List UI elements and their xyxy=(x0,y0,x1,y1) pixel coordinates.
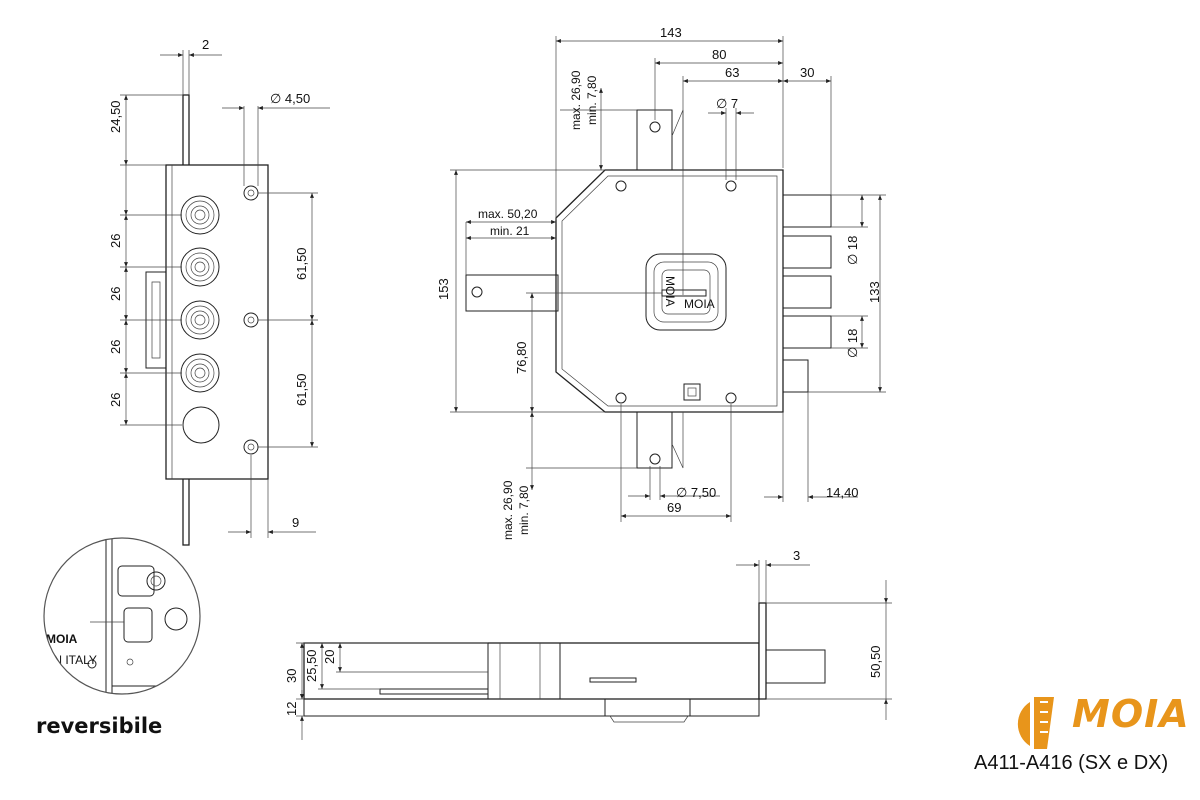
dim-front-bolt-diameter-upper: ∅ 18 xyxy=(845,236,860,265)
front-keyhole-text-a: MOIA xyxy=(663,276,677,307)
plan-bridge xyxy=(487,642,561,700)
plan-base xyxy=(303,699,760,717)
moia-logo-icon xyxy=(1017,697,1054,749)
dim-front-bottom-latch-min: min. 7,80 xyxy=(517,485,531,535)
dim-side-hole-diameter: ∅ 4,50 xyxy=(270,91,310,106)
front-bolt-4 xyxy=(782,315,832,349)
dim-front-lateral-height: 76,80 xyxy=(514,341,529,374)
front-top-latch xyxy=(636,109,673,171)
front-hole-tr xyxy=(725,180,737,192)
reversible-label: reversibile xyxy=(36,714,163,738)
dim-front-upper-hole-diameter: ∅ 7 xyxy=(716,96,738,111)
model-label: A411-A416 (SX e DX) xyxy=(974,752,1169,774)
plan-cylinder xyxy=(604,699,691,717)
dim-front-lower-hole-spacing: 69 xyxy=(667,500,681,515)
detail-lever xyxy=(123,607,153,643)
dim-front-lateral-min: min. 21 xyxy=(490,224,530,238)
detail-stamp: MOIA xyxy=(46,632,78,646)
dim-front-lateral-max: max. 50,20 xyxy=(478,207,538,221)
dim-front-bolt-span: 133 xyxy=(867,281,882,303)
detail-latch xyxy=(117,565,155,597)
front-bolt-2 xyxy=(782,235,832,269)
plan-slot xyxy=(589,677,637,683)
dim-front-overall-width: 143 xyxy=(660,25,682,40)
plan-body xyxy=(303,642,760,700)
plan-view: 3 30 25,50 20 12 50,50 xyxy=(284,548,892,740)
detail-roller xyxy=(164,607,188,631)
dim-front-to-lever: 63 xyxy=(725,65,739,80)
front-keyhole-outer xyxy=(645,253,727,331)
dim-side-hole-edge: 9 xyxy=(292,515,299,530)
front-latch-bolt xyxy=(783,359,809,393)
dim-side-pitch-3: 26 xyxy=(108,340,123,354)
dim-plan-plate-thickness: 3 xyxy=(793,548,800,563)
dim-plan-height-25: 25,50 xyxy=(304,649,319,682)
front-spindle xyxy=(683,383,701,401)
dim-side-pitch-1: 26 xyxy=(108,234,123,248)
reversible-detail: MOIA IN ITALY xyxy=(43,537,201,695)
brand-logo-text: MOIA xyxy=(1072,692,1190,736)
side-latch-roller xyxy=(182,406,220,444)
dim-plan-height-20: 20 xyxy=(322,650,337,664)
dim-front-deadbolt-offset: 14,40 xyxy=(826,485,859,500)
front-hole-tl xyxy=(615,180,627,192)
dim-side-top-offset: 24,50 xyxy=(108,100,123,133)
dim-plan-overall-50: 50,50 xyxy=(868,645,883,678)
detail-made-in: IN ITALY xyxy=(50,653,97,667)
front-bottom-latch xyxy=(636,411,673,469)
plan-lateral-bar xyxy=(379,688,489,695)
front-hole-bl xyxy=(615,392,627,404)
dim-front-lower-hole-diameter: ∅ 7,50 xyxy=(676,485,716,500)
dim-side-hole-spacing-lower: 61,50 xyxy=(294,373,309,406)
dim-plan-depth-12: 12 xyxy=(284,702,299,716)
front-hole-br xyxy=(725,392,737,404)
dim-front-bolt-projection: 30 xyxy=(800,65,814,80)
side-view: 2 24,50 26 26 26 26 ∅ 4,50 61,50 61,50 xyxy=(108,37,330,546)
dim-front-top-latch-max: max. 26,90 xyxy=(569,70,583,130)
dim-front-to-keyhole: 80 xyxy=(712,47,726,62)
dim-front-bottom-latch-max: max. 26,90 xyxy=(501,480,515,540)
dim-side-plate-thickness: 2 xyxy=(202,37,209,52)
plan-bolt xyxy=(765,649,826,684)
dim-front-height: 153 xyxy=(436,278,451,300)
dim-side-pitch-2: 26 xyxy=(108,287,123,301)
dim-side-pitch-4: 26 xyxy=(108,393,123,407)
dim-side-hole-spacing-upper: 61,50 xyxy=(294,247,309,280)
side-bolt-1 xyxy=(180,195,220,235)
dim-front-bolt-diameter-lower: ∅ 18 xyxy=(845,329,860,358)
dim-plan-height-30: 30 xyxy=(284,669,299,683)
front-view: MOIA MOIA 143 80 63 30 max. 26 xyxy=(436,25,886,540)
front-bolt-3 xyxy=(782,275,832,309)
dim-front-top-latch-min: min. 7,80 xyxy=(585,75,599,125)
plan-faceplate xyxy=(758,602,767,700)
front-bolt-1 xyxy=(782,194,832,228)
front-keyhole-text-b: MOIA xyxy=(684,297,715,311)
